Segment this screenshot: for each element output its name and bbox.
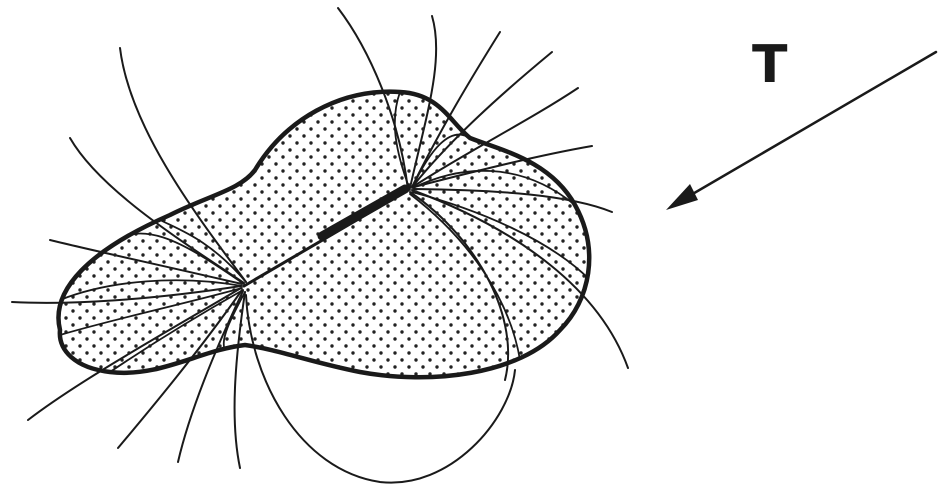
- charged-body: [58, 92, 590, 378]
- arrow-shaft: [672, 52, 936, 206]
- arrow-label: T: [752, 35, 788, 95]
- direction-arrow: T: [666, 35, 936, 210]
- arrow-head-icon: [666, 184, 698, 210]
